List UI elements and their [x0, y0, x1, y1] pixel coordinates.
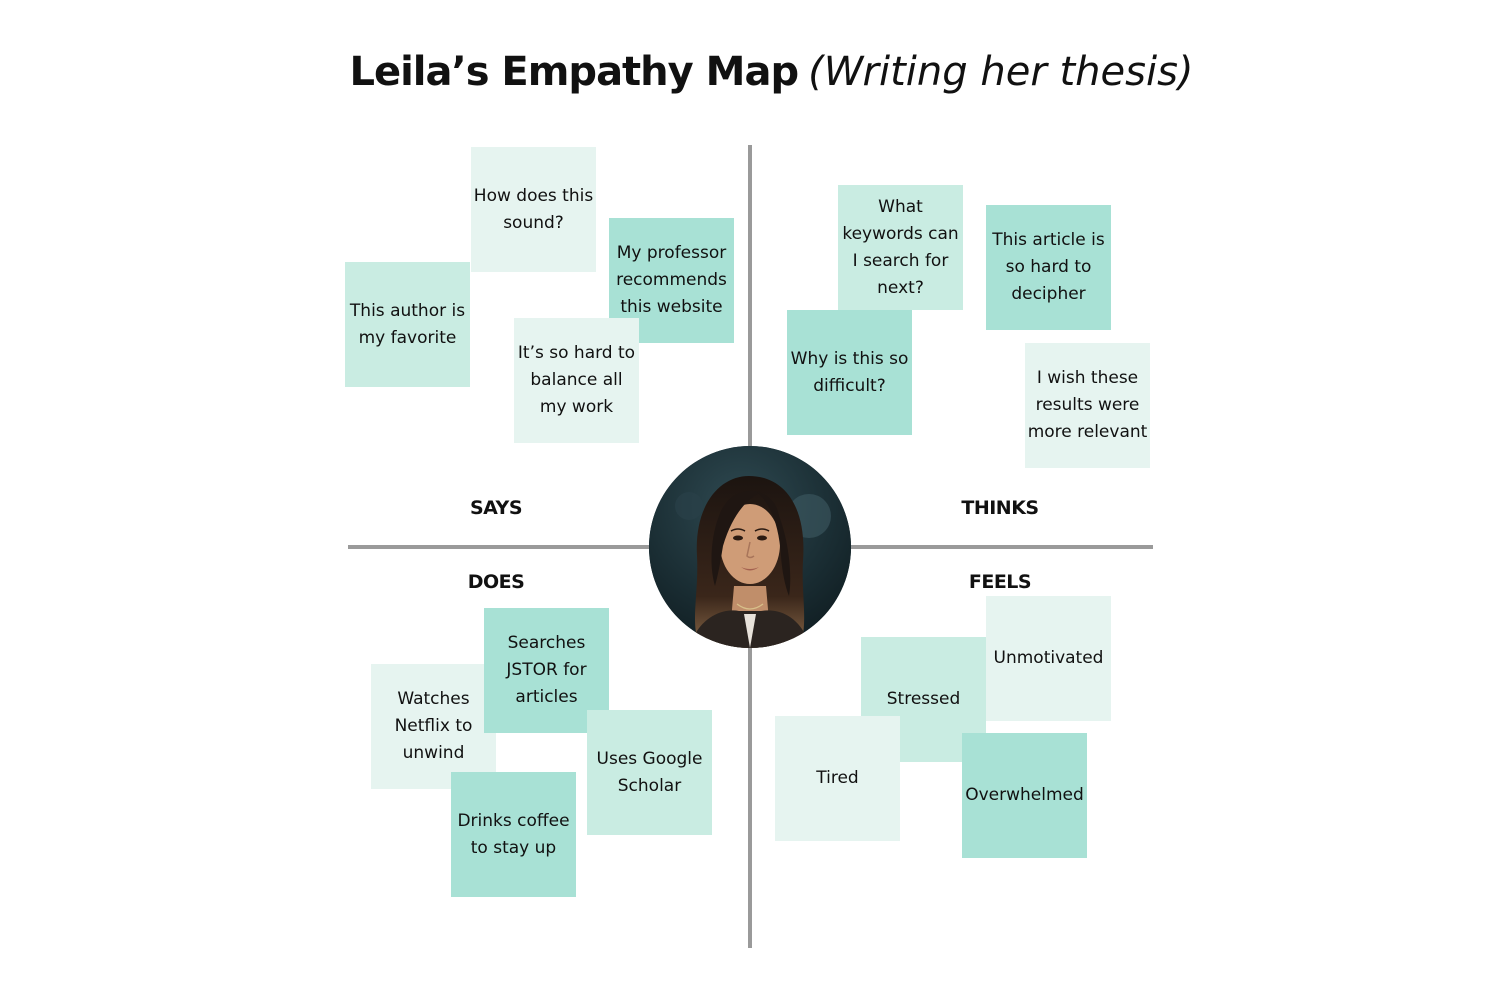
horizontal-axis-left — [348, 545, 668, 549]
vertical-axis-top — [748, 145, 752, 465]
note-text: Watches Netflix to unwind — [394, 689, 473, 763]
sticky-note-feels[interactable]: Unmotivated — [986, 596, 1111, 721]
sticky-note-says[interactable]: How does this sound? — [471, 147, 596, 272]
note-text: My professor recommends this website — [616, 243, 727, 317]
note-text: Uses Google Scholar — [596, 748, 703, 796]
sticky-note-thinks[interactable]: Why is this so difficult? — [787, 310, 912, 435]
sticky-note-feels[interactable]: Overwhelmed — [962, 733, 1087, 858]
sticky-note-thinks[interactable]: This article is so hard to decipher — [986, 205, 1111, 330]
title-name: Leila’s Empathy Map — [349, 49, 799, 95]
note-text: Tired — [816, 768, 859, 788]
quadrant-label-does: DOES — [467, 571, 525, 593]
quadrant-label-feels: FEELS — [968, 571, 1032, 593]
note-text: This article is so hard to decipher — [992, 230, 1105, 304]
note-text: What keywords can I search for next? — [842, 196, 959, 298]
sticky-note-says[interactable]: This author is my favorite — [345, 262, 470, 387]
note-text: Unmotivated — [993, 648, 1104, 668]
quadrant-label-thinks: THINKS — [961, 497, 1039, 519]
sticky-note-thinks[interactable]: What keywords can I search for next? — [838, 185, 963, 310]
page-title: Leila’s Empathy Map(Writing her thesis) — [0, 40, 1501, 104]
sticky-note-says[interactable]: It’s so hard to balance all my work — [514, 318, 639, 443]
title-subtitle: (Writing her thesis) — [808, 49, 1194, 95]
note-text: How does this sound? — [473, 185, 594, 233]
sticky-note-does[interactable]: Uses Google Scholar — [587, 710, 712, 835]
vertical-axis-bottom — [748, 630, 752, 948]
sticky-note-does[interactable]: Watches Netflix to unwind — [371, 664, 496, 789]
note-text: I wish these results were more relevant — [1027, 368, 1148, 442]
portrait-icon — [649, 446, 851, 648]
note-text: This author is my favorite — [349, 300, 466, 348]
sticky-note-does[interactable]: Drinks coffee to stay up — [451, 772, 576, 897]
horizontal-axis-right — [832, 545, 1153, 549]
user-photo-avatar — [649, 446, 851, 648]
quadrant-label-says: SAYS — [469, 497, 523, 519]
sticky-note-does[interactable]: Searches JSTOR for articles — [484, 608, 609, 733]
note-text: Searches JSTOR for articles — [506, 633, 587, 707]
note-text: Why is this so difficult? — [790, 348, 909, 396]
note-text: Stressed — [886, 689, 961, 709]
sticky-note-feels[interactable]: Tired — [775, 716, 900, 841]
sticky-note-thinks[interactable]: I wish these results were more relevant — [1025, 343, 1150, 468]
note-text: It’s so hard to balance all my work — [517, 343, 636, 417]
note-text: Drinks coffee to stay up — [457, 810, 570, 858]
note-text: Overwhelmed — [965, 785, 1084, 805]
